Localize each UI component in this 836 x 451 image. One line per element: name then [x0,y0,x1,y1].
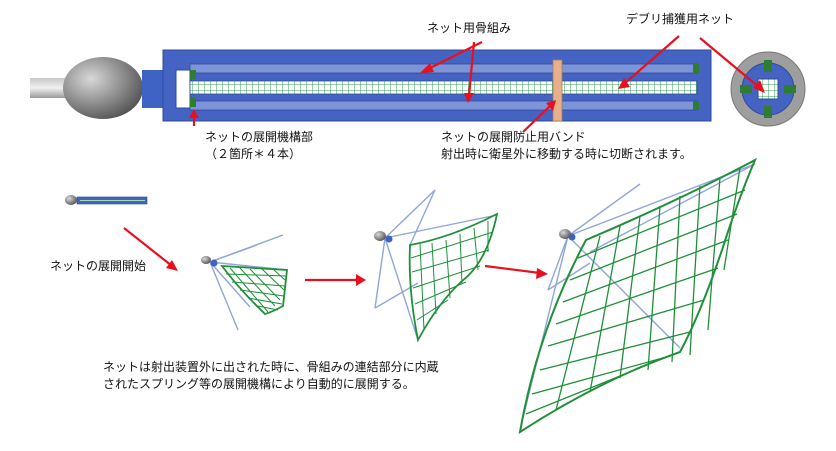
label-capture-net: デブリ捕獲用ネット [626,12,735,26]
label-band-desc: 射出時に衛星外に移動する時に切断されます。 [441,147,692,161]
arrow-end-view-head [753,80,765,93]
end-view-mech-bottom [764,106,772,118]
net-strip [189,80,698,95]
arrow-deploy-start-head [166,260,178,271]
end-view-mech-top [764,60,772,72]
end-view-mech-left [740,85,752,93]
stage-deploy-small [201,234,288,331]
medium-net [408,212,499,343]
arrow-frame-2 [467,41,476,97]
stage-deploy-medium [374,189,499,343]
arrow-end-view [699,37,761,89]
canister-end-view [730,51,806,127]
mechanism-left-top [190,70,196,79]
mechanism-left-bottom [190,98,196,107]
stowed-head [65,195,77,205]
launcher-head [63,57,143,119]
arrow-stage-2-head [356,274,366,286]
arrow-stage-2 [305,274,366,286]
label-deploy-mechanism: ネットの展開機構部 （２箇所＊４本） [205,130,314,161]
label-frame: ネット用骨組み [427,21,512,35]
arrow-net [623,35,680,85]
mechanism-right-top [693,64,699,73]
arrow-stage-3-line [484,264,541,275]
arrow-frame-2-head [464,93,474,103]
small-net [220,264,288,316]
small-node [210,259,218,267]
arrow-deploy-start-line [123,227,173,267]
stage-stowed [65,195,148,205]
launcher [30,49,712,122]
medium-head [374,231,386,241]
stage-deploy-full [518,157,758,435]
full-head [559,229,571,239]
arrow-net-head [618,78,630,89]
deploy-prevention-band [552,59,563,122]
small-head [201,256,211,264]
arrow-deploy-start [123,227,178,271]
medium-node [385,235,393,243]
arrow-mechanism-head [189,109,199,118]
top-arrows [189,35,765,133]
arrow-band [522,105,551,133]
mechanism-right-bottom [693,101,699,110]
arrow-stage-3 [484,264,548,279]
label-explain: ネットは射出装置外に出された時に、骨組みの連結部分に内蔵 されたスプリング等の展… [103,360,439,391]
canister-door [175,69,191,109]
label-band-title: ネットの展開防止用バンド [441,130,586,144]
arrow-stage-3-head [536,268,548,279]
label-deploy-start: ネットの展開開始 [50,259,147,273]
frame-rail-top [189,63,698,74]
arrow-band-head [546,100,556,111]
end-view-mech-right [784,85,796,93]
frame-rail-bottom [189,100,698,111]
arrow-frame-1-head [420,63,434,73]
